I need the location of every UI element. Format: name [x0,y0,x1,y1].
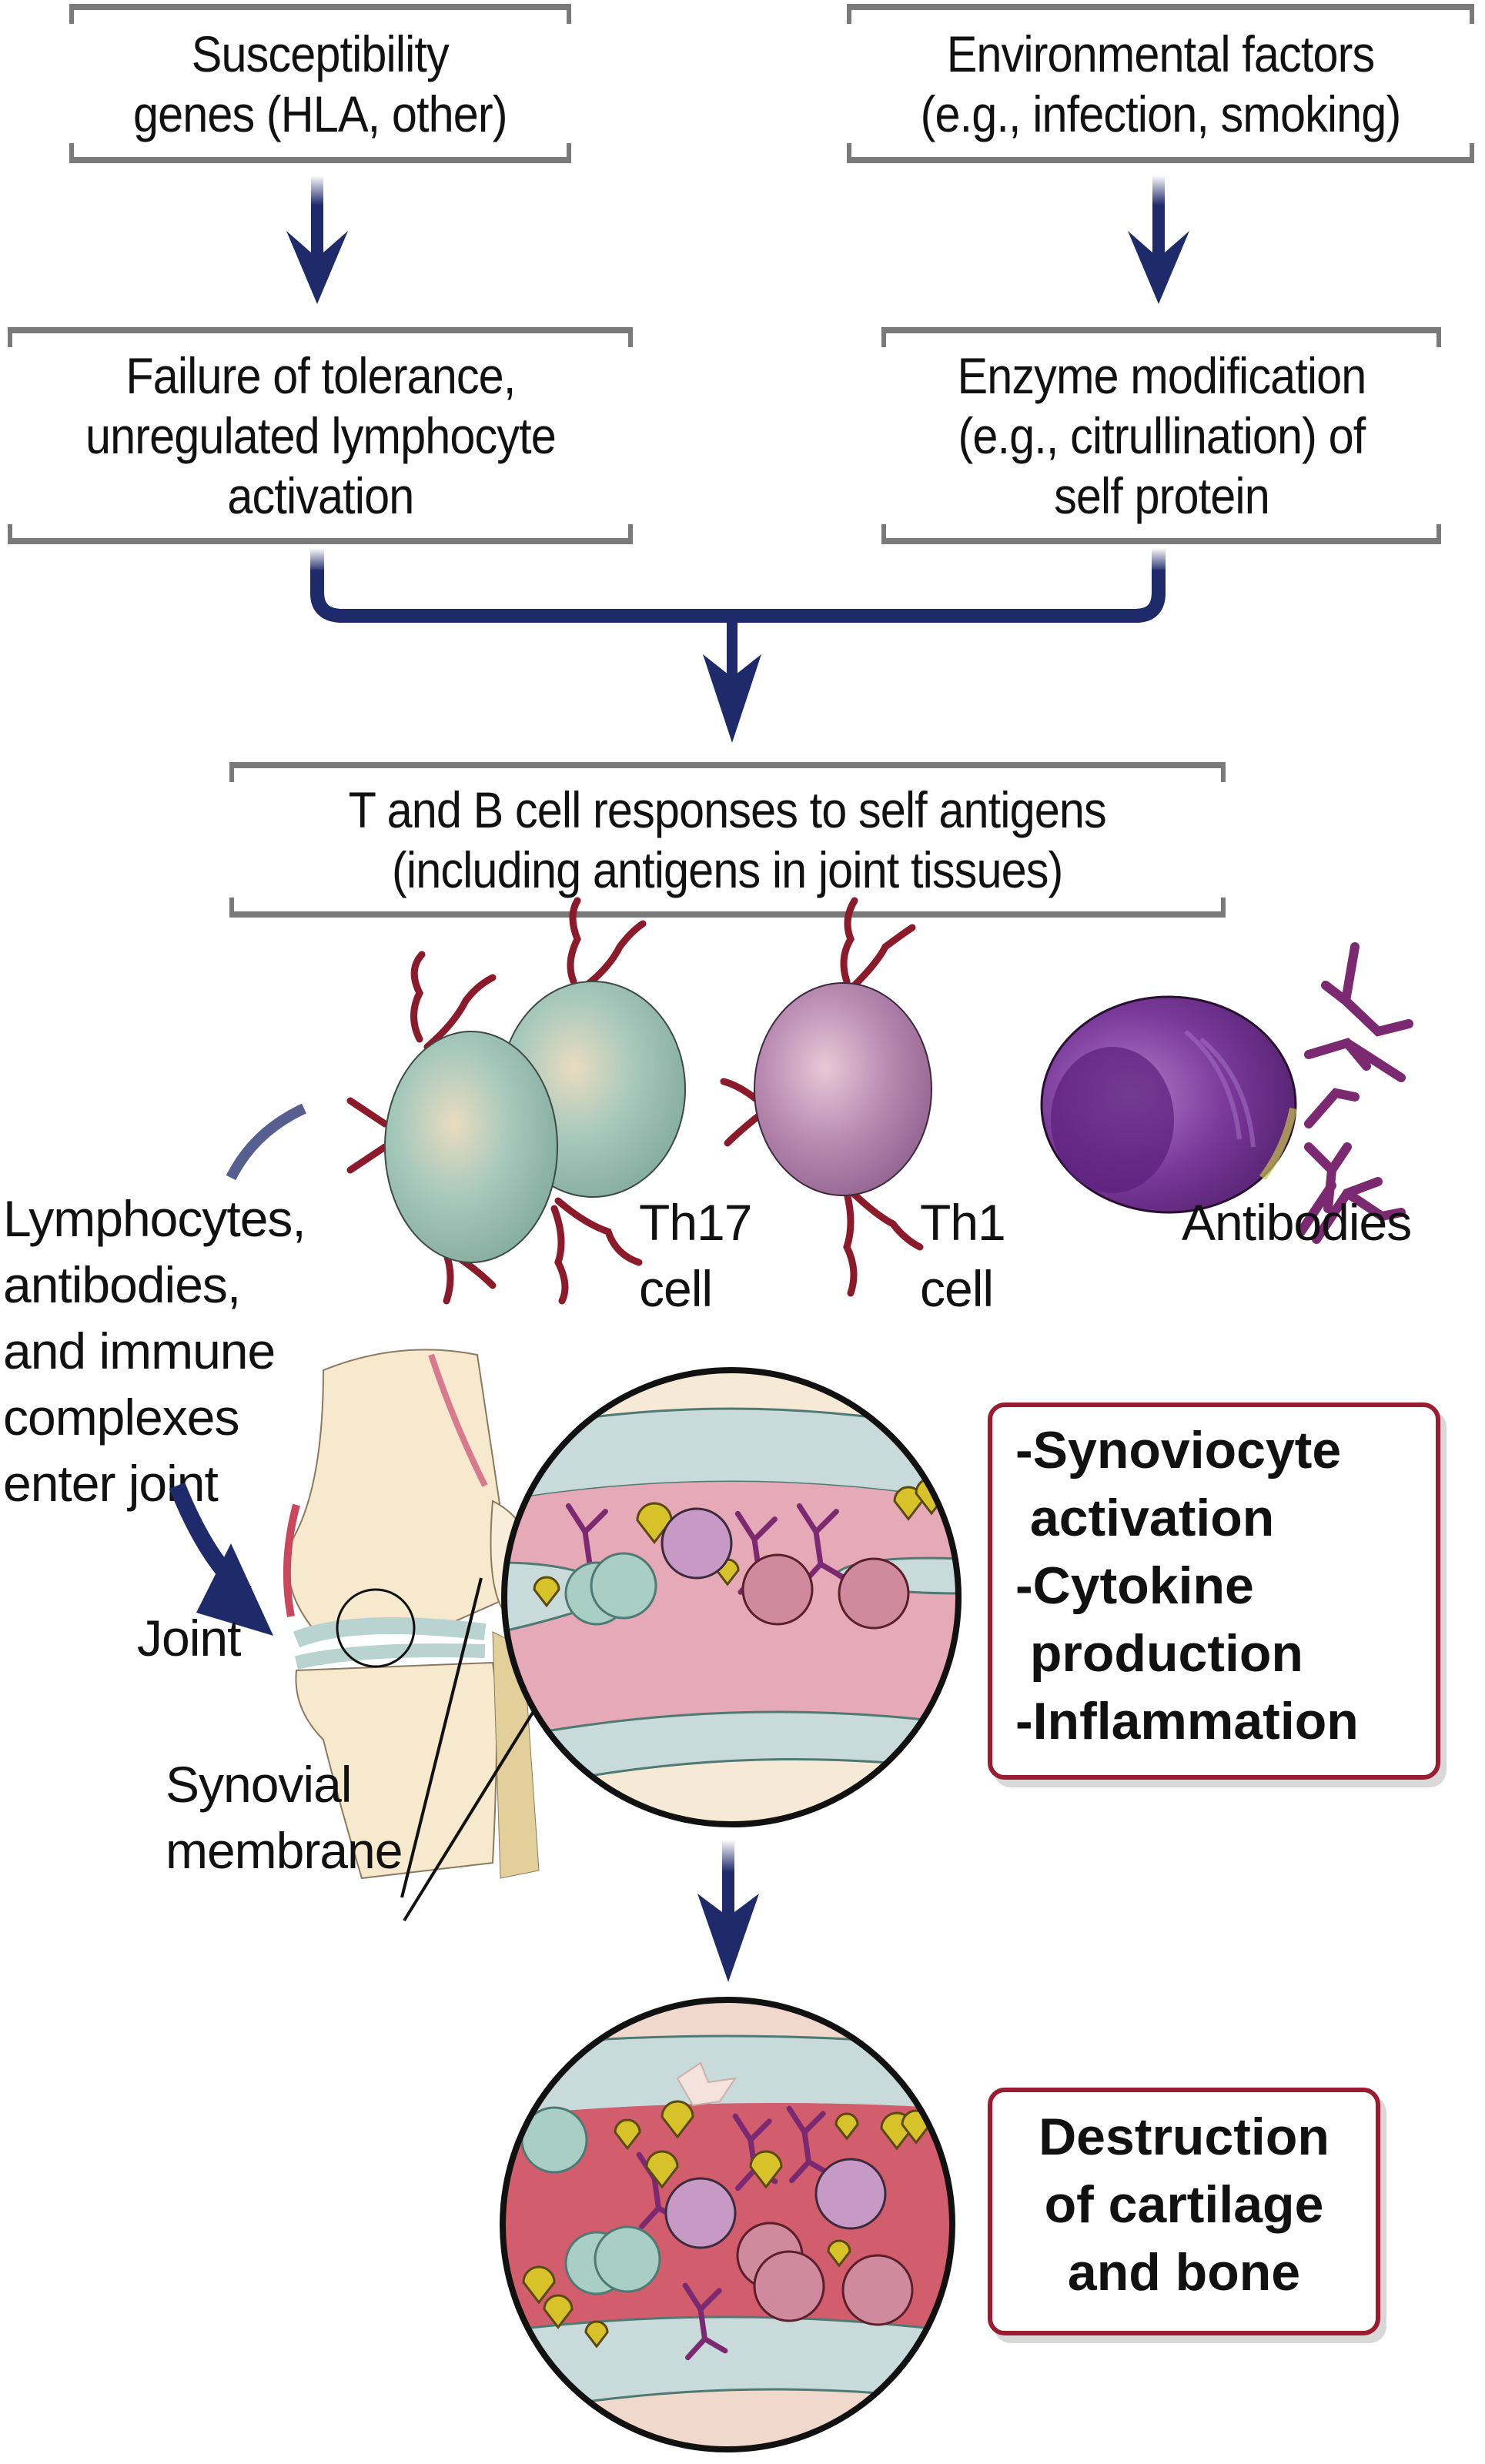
receptor-icon [851,924,916,989]
response-box-text: T and B cell responses to self antigens … [348,781,1107,898]
receptor-icon [577,920,647,993]
joint-illustration [169,1349,962,1922]
immune-complex-icon [533,1576,560,1608]
joint-highlight-circle [336,1588,416,1668]
th1-cell [754,982,932,1196]
immune-complex-icon [749,2150,783,2189]
immune-complex-icon [827,2239,851,2268]
antibody-icon [734,1510,784,1595]
immune-complex-icon [636,1502,673,1545]
receptor-icon [410,951,426,1043]
enzyme-box: Enzyme modification (e.g., citrullinatio… [881,327,1441,544]
antibody-icon [796,1503,846,1587]
antibodies-label: Antibodies [1182,1194,1412,1251]
immune-complex-icon [522,2265,556,2305]
genes-box: Susceptibility genes (HLA, other) [69,4,571,163]
inflammation-outcome-box: -Synoviocyte activation -Cytokine produc… [988,1403,1440,1780]
receptor-icon [346,1097,389,1174]
th1-cell-icon [814,2158,887,2230]
magnified-joint-view [504,1370,958,1824]
antibody-icon [1296,1142,1406,1244]
knee-icon [283,1349,540,1922]
enzyme-box-text: Enzyme modification (e.g., citrullinatio… [957,347,1366,524]
receptor-icon [843,1189,858,1297]
immune-complex-icon [661,2100,694,2139]
entry-arrow-upper [226,1103,306,1181]
th1-cell-icon [661,1507,733,1580]
destruction-outline [500,1997,955,2452]
immune-cells-illustration [226,897,1413,1305]
th1-cell-icon [664,2177,737,2249]
genes-box-text: Susceptibility genes (HLA, other) [133,25,508,142]
entry-arrow-icon [169,1482,273,1636]
tcell-receptors [346,897,924,1305]
immune-complex-icon [614,2118,641,2151]
th1-label: Th1 cell [920,1194,1006,1317]
t-cell-icon [590,1552,657,1620]
destruction-outcome-box: Destruction of cartilage and bone [988,2088,1380,2335]
receptor-icon [840,897,858,985]
down-arrow-icon [286,176,348,304]
receptor-icon [849,1189,924,1251]
receptor-icon [554,1197,643,1266]
destruction-illustration [500,1997,955,2452]
neutrophil-icon [841,2254,914,2326]
th17-label: Th17 cell [639,1194,752,1317]
antibody-icon [786,2105,832,2184]
immune-complex-icon [834,2112,859,2141]
arrow-to-destruction [697,1840,759,1982]
neutrophil-icon [753,2250,825,2322]
tolerance-box-text: Failure of tolerance, unregulated lympho… [85,347,557,524]
joint-label: Joint [137,1610,241,1667]
down-arrow-icon [1128,176,1189,304]
receptor-icon [423,974,497,1051]
merge-bracket-arrow [310,548,1166,743]
t-cell-icon [594,2225,661,2293]
antibody-icon [732,2113,778,2192]
plasma-cell-nucleus [1051,1047,1174,1193]
neutrophil-icon [741,1553,814,1626]
antibody-icon [682,2282,728,2361]
entry-text: Lymphocytes, antibodies, and immune comp… [3,1190,306,1512]
neutrophil-icon [838,1557,910,1630]
immune-complex-icon [543,2294,574,2329]
receptor-icon [720,1078,762,1147]
synovial-membrane-label: Synovial membrane [166,1756,403,1879]
antibody-icon [565,1503,615,1587]
tolerance-box: Failure of tolerance, unregulated lympho… [8,327,633,544]
th17-cell-front [384,1031,558,1263]
antibody-icon [1304,942,1413,1128]
immune-complex-icon [645,2150,679,2189]
environment-box: Environmental factors (e.g., infection, … [847,4,1474,163]
immune-complex-icon [584,2320,609,2349]
receptor-icon [567,897,581,985]
magnified-joint-outline [501,1367,962,1827]
response-box: T and B cell responses to self antigens … [229,762,1226,918]
arrow-genes-to-tolerance [286,176,1189,743]
receptor-icon [443,1251,454,1305]
environment-box-text: Environmental factors (e.g., infection, … [920,25,1402,142]
receptor-icon [550,1205,569,1305]
